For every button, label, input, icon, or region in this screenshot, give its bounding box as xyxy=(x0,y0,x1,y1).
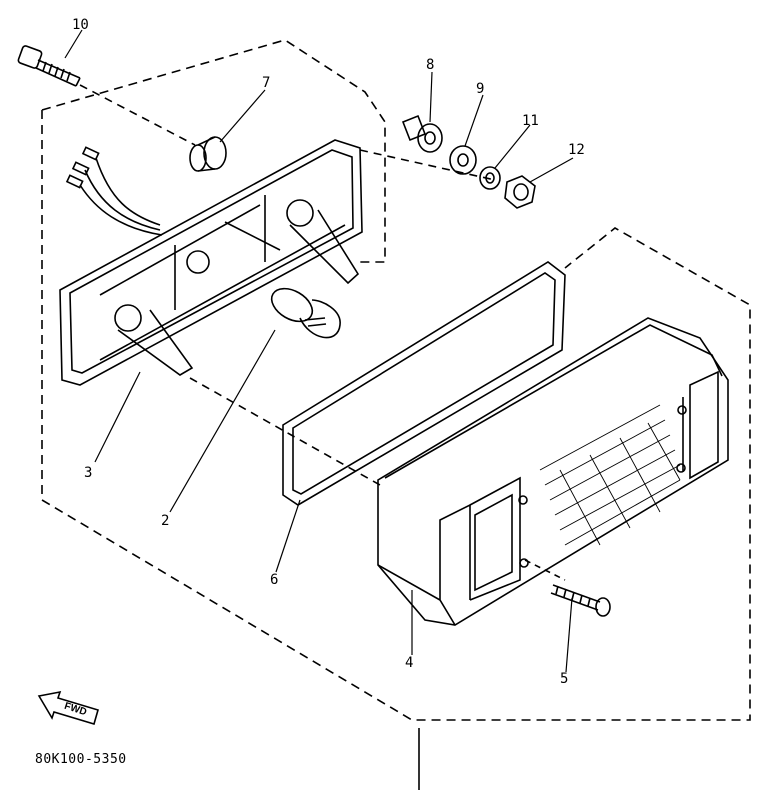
collar-icon xyxy=(401,114,443,153)
callout-5: 5 xyxy=(560,671,569,687)
forward-arrow-icon xyxy=(37,690,99,725)
grommet-icon xyxy=(189,136,227,172)
nut-icon xyxy=(504,175,536,209)
callout-3: 3 xyxy=(84,465,93,481)
leader-line-hardware xyxy=(359,149,496,181)
callout-leaders xyxy=(64,29,574,673)
callout-6: 6 xyxy=(270,572,279,588)
group-outline-housing xyxy=(41,39,751,721)
bolt-icon xyxy=(17,45,81,87)
callout-11: 11 xyxy=(522,113,539,129)
callout-8: 8 xyxy=(426,57,435,73)
washer-icon xyxy=(449,145,477,175)
leader-line-bolt xyxy=(79,84,196,146)
callout-2: 2 xyxy=(161,513,170,529)
callout-7: 7 xyxy=(262,75,271,91)
wire-harness xyxy=(65,146,163,236)
diagram-code: 80K100-5350 xyxy=(35,752,127,767)
callout-10: 10 xyxy=(72,17,89,33)
callout-12: 12 xyxy=(568,142,585,158)
bulb-icon xyxy=(270,287,341,339)
callout-9: 9 xyxy=(476,81,485,97)
screw-icon xyxy=(550,584,611,617)
gasket xyxy=(282,261,566,506)
spring-washer-icon xyxy=(479,166,501,190)
lens xyxy=(377,317,729,626)
leader-line-housing-bottom xyxy=(189,377,381,486)
callout-4: 4 xyxy=(405,655,414,671)
lamp-housing xyxy=(59,139,363,386)
